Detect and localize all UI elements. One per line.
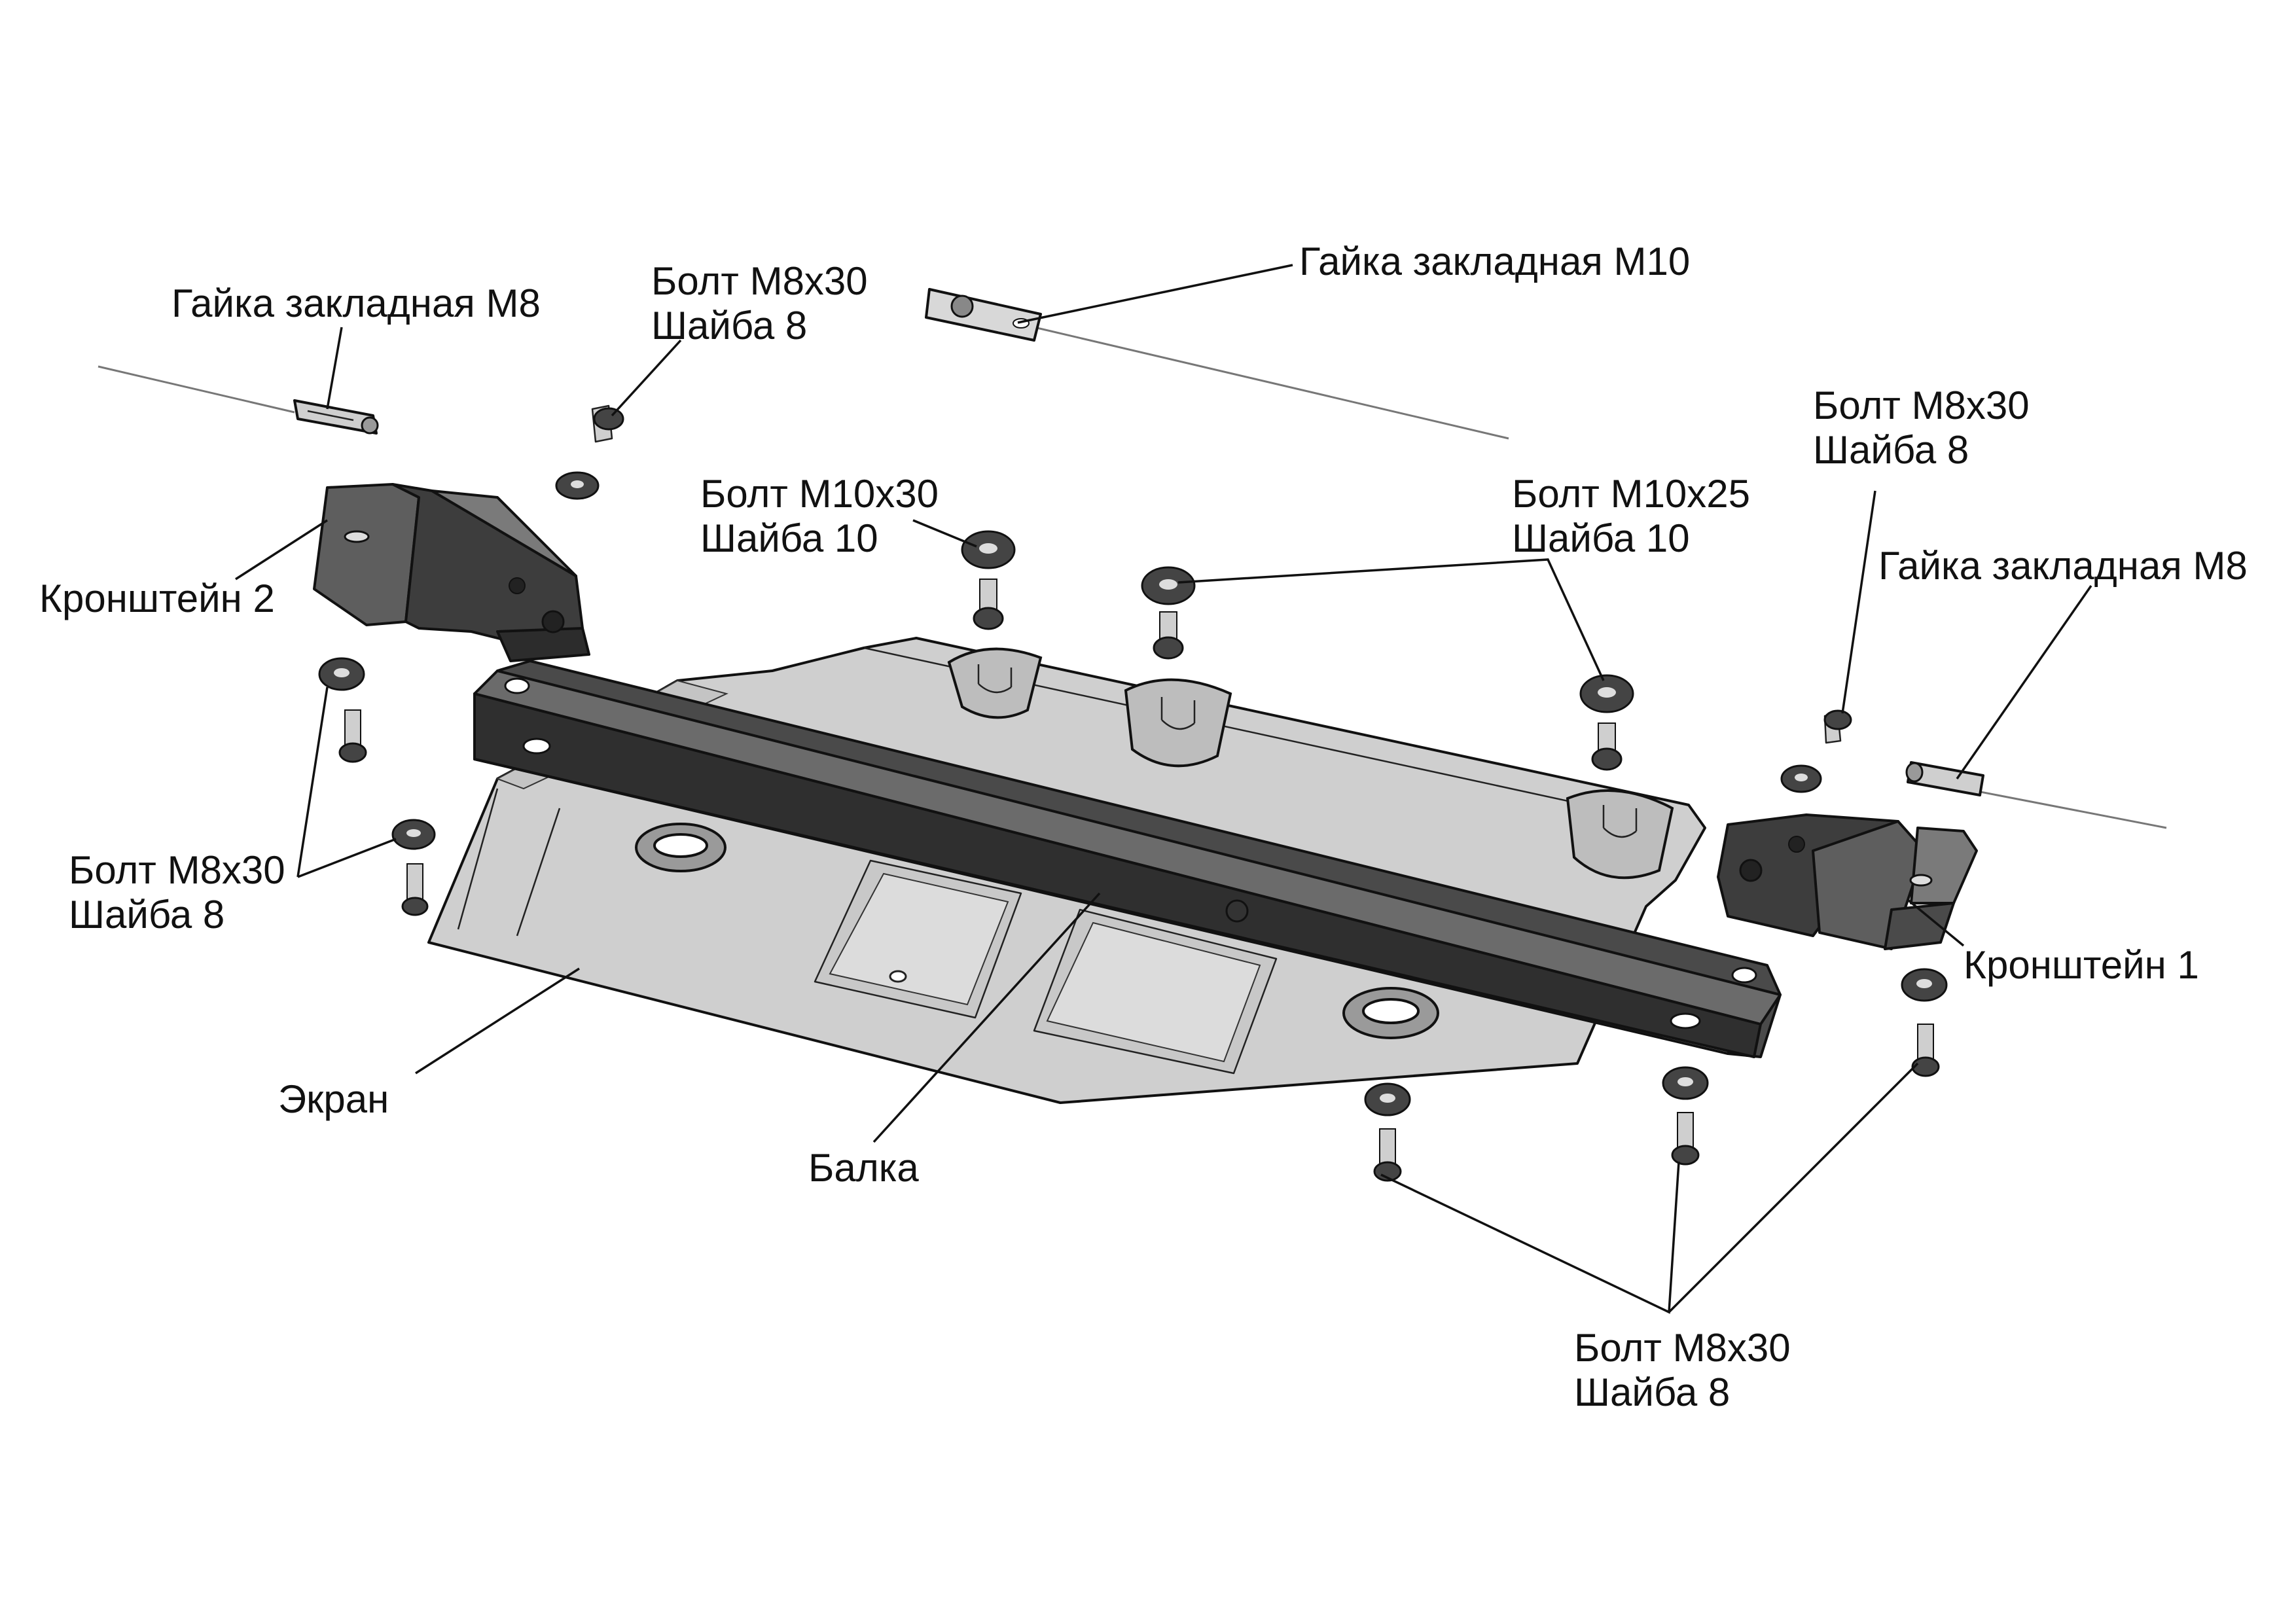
label-bolt-left-line2: Шайба 8 (69, 893, 224, 936)
beam-hole (504, 677, 530, 694)
plate-slot-boss-right (1342, 987, 1439, 1039)
bolt-washer-bottom-2 (1662, 1066, 1709, 1166)
bolt-washer-right-top (1780, 709, 1852, 793)
bolt-washer-left-2 (391, 819, 436, 916)
beam-hole (1731, 967, 1757, 984)
label-bracket-1: Кронштейн 1 (1964, 943, 2199, 987)
label-bolt-m10x25-line2: Шайба 10 (1512, 516, 1690, 560)
plate-slot-boss-left (635, 823, 726, 872)
label-screen: Экран (278, 1077, 389, 1121)
bolt-washer-m10x25-2 (1579, 674, 1634, 771)
label-bolt-right-top-line2: Шайба 8 (1813, 428, 1969, 472)
label-bolt-left-line1: Болт М8х30 (69, 848, 285, 892)
beam-nut (1225, 899, 1249, 923)
bolt-washer-left-1 (318, 657, 367, 763)
embedded-nut-m10 (925, 288, 1509, 440)
bolt-washer-m10x25-1 (1141, 566, 1196, 660)
label-bolt-top-left-line2: Шайба 8 (651, 304, 807, 348)
bracket-1 (1717, 813, 1978, 950)
bolt-washer-bottom-3 (1901, 968, 1948, 1077)
leader-lines (235, 264, 2092, 1314)
label-embedded-nut-m10: Гайка закладная М10 (1299, 240, 1690, 283)
label-bolt-top-left-line1: Болт М8х30 (651, 259, 868, 303)
bolt-washer-bottom-1 (1364, 1082, 1411, 1182)
beam-hole (1670, 1012, 1701, 1029)
label-bracket-2: Кронштейн 2 (39, 577, 275, 620)
bolt-washer-top-left (555, 404, 624, 500)
label-bolt-right-top-line1: Болт М8х30 (1813, 383, 2030, 427)
plate-u-mount-2 (1124, 678, 1232, 768)
embedded-nut-m8-left (98, 365, 379, 435)
label-bolt-bottom-line2: Шайба 8 (1574, 1370, 1730, 1414)
label-bolt-m10x25-line1: Болт М10х25 (1512, 472, 1750, 516)
label-bolt-m10x30-line2: Шайба 10 (700, 516, 878, 560)
bracket-2 (313, 483, 590, 662)
plate-u-mount-3 (1566, 789, 1674, 880)
beam (473, 660, 1782, 1058)
bolt-washer-m10x30 (961, 530, 1016, 630)
beam-hole (522, 738, 551, 755)
label-embedded-nut-m8-right: Гайка закладная М8 (1878, 544, 2248, 588)
plate-u-mount-1 (947, 647, 1043, 719)
label-bolt-m10x30-line1: Болт М10х30 (700, 472, 939, 516)
labels: Гайка закладная М8 Болт М8х30 Шайба 8 Га… (39, 240, 2248, 1414)
embedded-nut-m8-right (1905, 761, 2167, 829)
label-beam: Балка (808, 1146, 919, 1190)
label-bolt-bottom-line1: Болт М8х30 (1574, 1326, 1791, 1370)
label-embedded-nut-m8-left: Гайка закладная М8 (171, 281, 541, 325)
